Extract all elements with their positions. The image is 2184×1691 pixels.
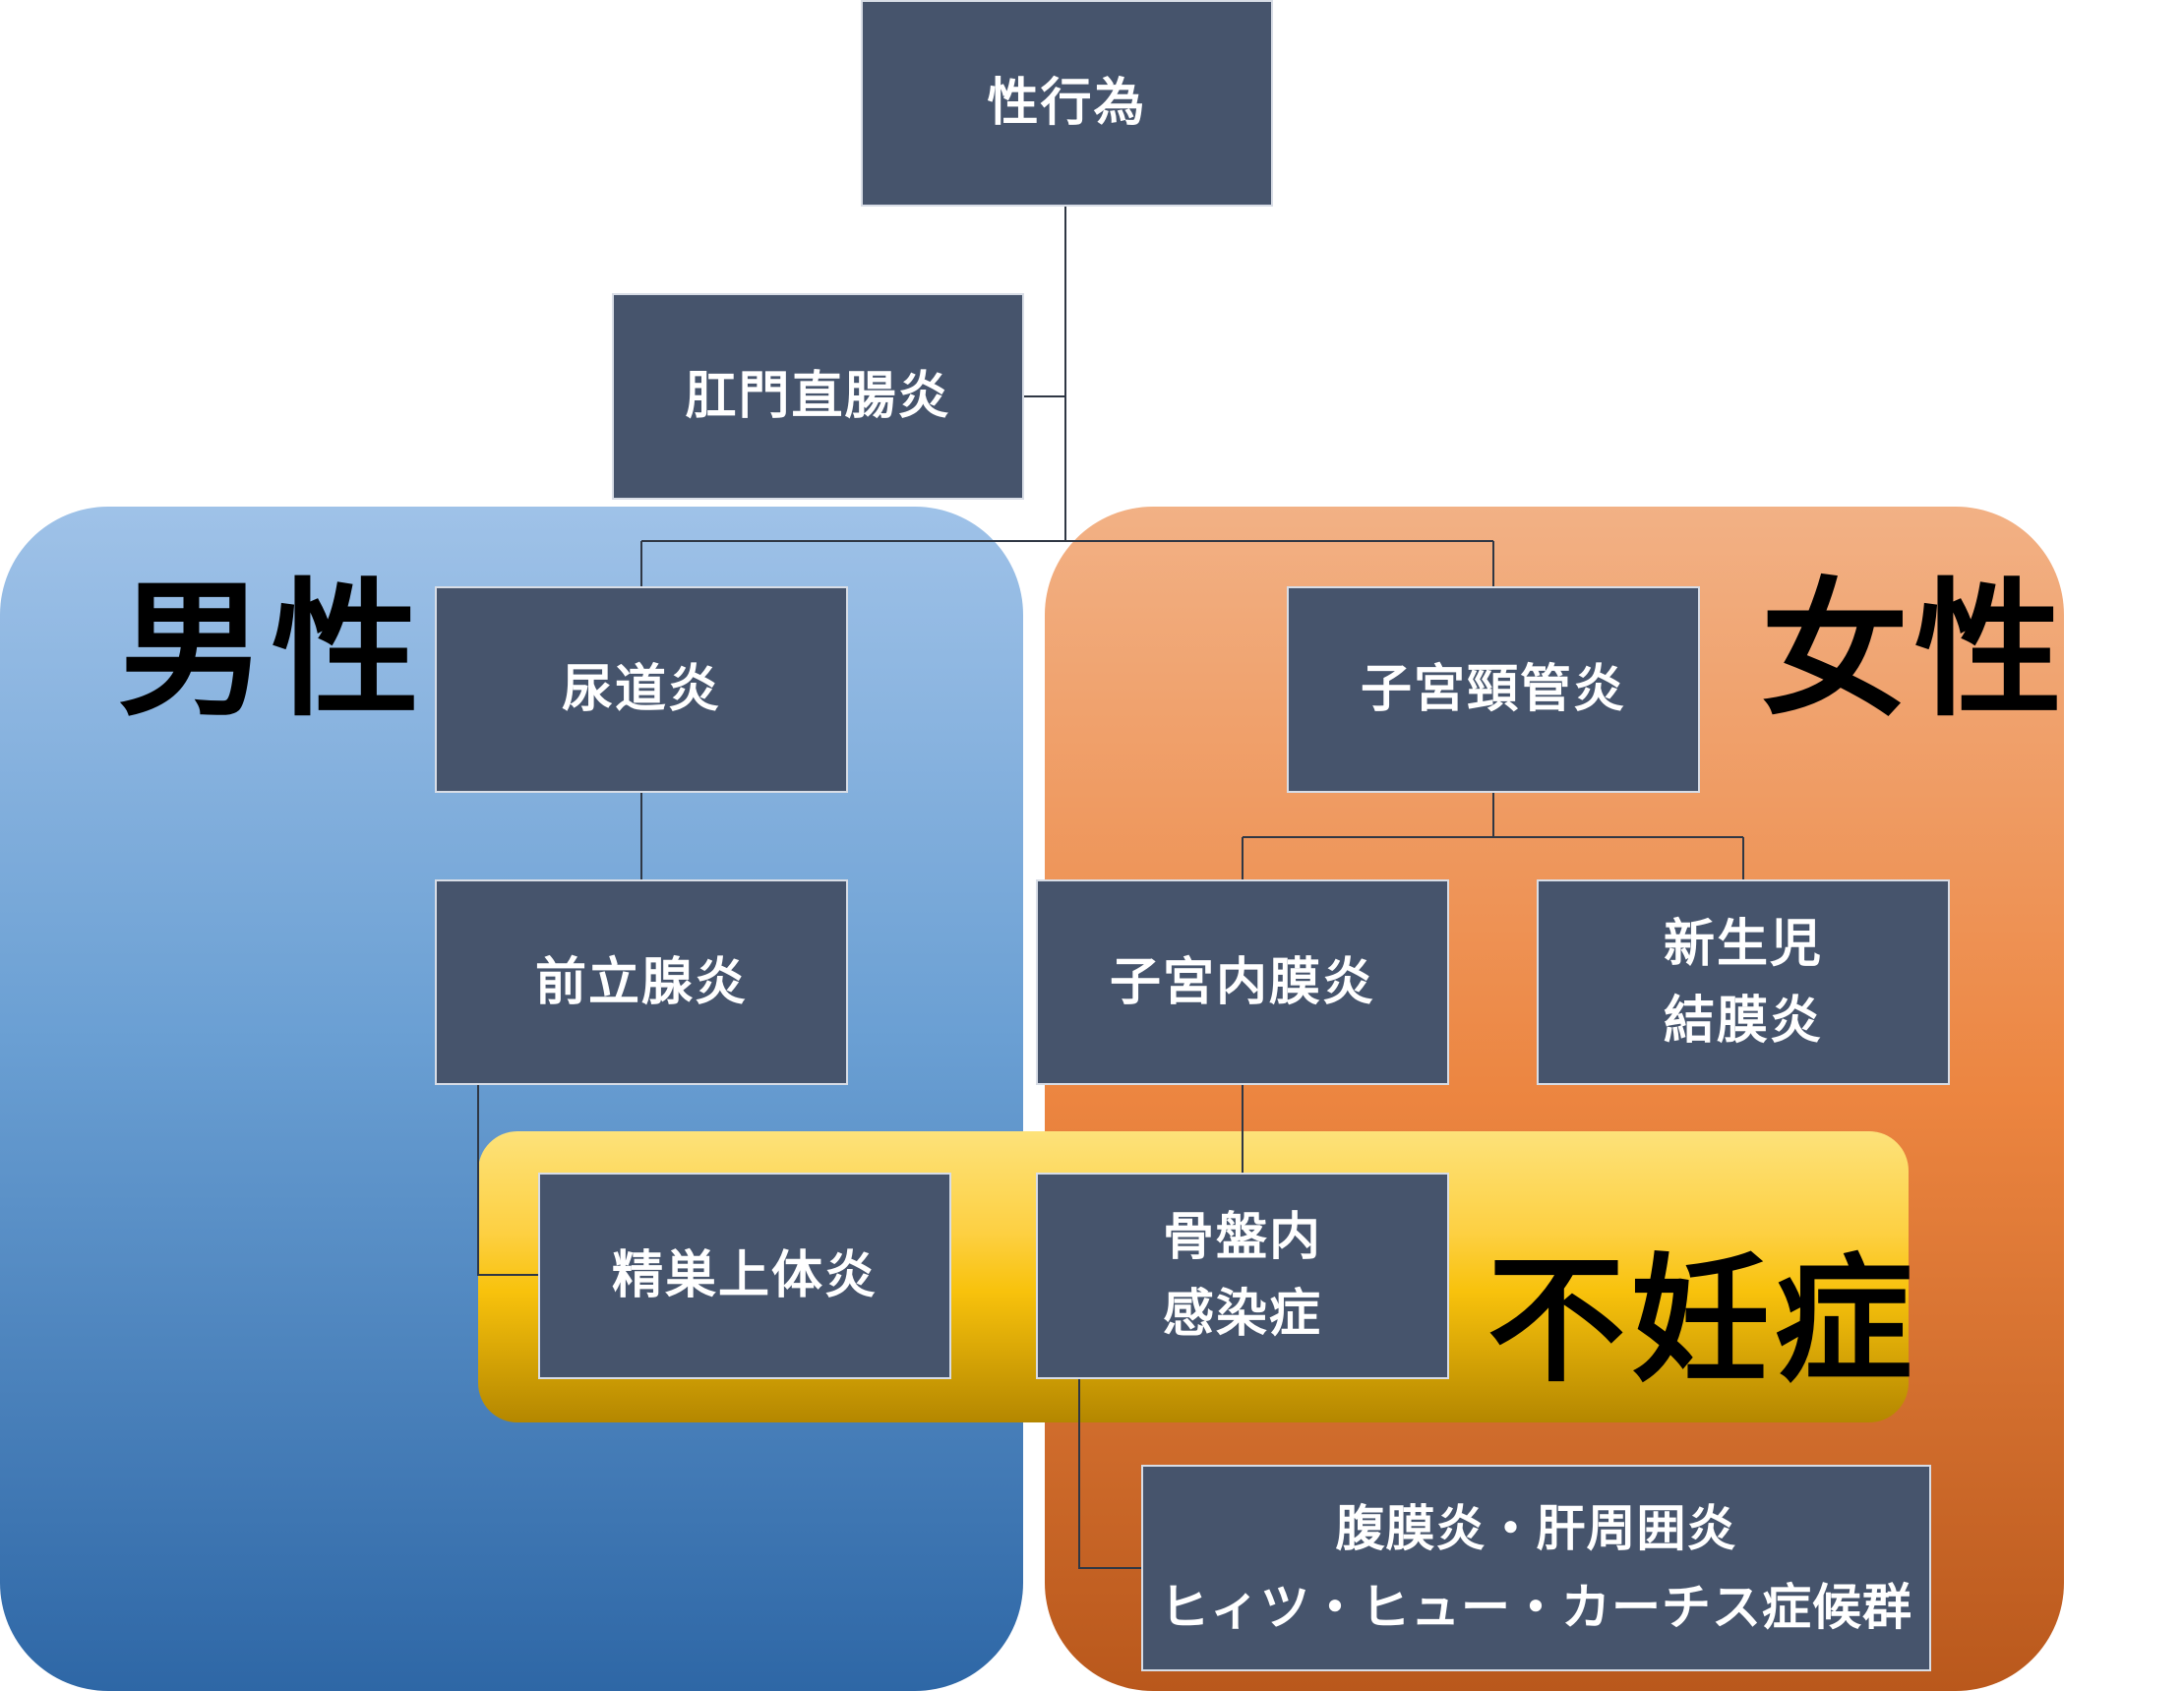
node-neonatal-conjunctivitis: 新生児 結膜炎	[1537, 879, 1950, 1085]
infertility-label: 不妊症	[1487, 1241, 1919, 1402]
node-anorectal: 肛門直腸炎	[612, 293, 1024, 500]
node-pelvic-infection: 骨盤内 感染症	[1036, 1173, 1449, 1379]
node-peritonitis: 腹膜炎・肝周囲炎 ヒィツ・ヒュー・カーチス症候群	[1141, 1465, 1931, 1671]
node-pelvic-line1: 骨盤内	[1162, 1208, 1322, 1267]
node-epididymitis-label: 精巣上体炎	[611, 1246, 878, 1305]
node-peritonitis-line1: 腹膜炎・肝周囲炎	[1335, 1500, 1737, 1557]
node-cervicitis-label: 子宮頸管炎	[1360, 660, 1626, 719]
node-anorectal-label: 肛門直腸炎	[685, 367, 951, 426]
node-urethritis: 尿道炎	[435, 586, 848, 793]
female-label: 女性	[1761, 566, 2069, 737]
node-neonatal-line2: 結膜炎	[1663, 991, 1823, 1051]
node-urethritis-label: 尿道炎	[561, 660, 721, 719]
node-epididymitis: 精巣上体炎	[538, 1173, 951, 1379]
node-peritonitis-line2: ヒィツ・ヒュー・カーチス症候群	[1160, 1579, 1912, 1636]
node-endometritis: 子宮内膜炎	[1036, 879, 1449, 1085]
node-neonatal-line1: 新生児	[1663, 914, 1823, 974]
node-prostatitis-label: 前立腺炎	[534, 952, 748, 1012]
male-label: 男性	[118, 566, 426, 737]
node-prostatitis: 前立腺炎	[435, 879, 848, 1085]
node-root-label: 性行為	[987, 74, 1147, 133]
node-cervicitis: 子宮頸管炎	[1287, 586, 1700, 793]
node-root: 性行為	[861, 0, 1273, 207]
node-endometritis-label: 子宮内膜炎	[1109, 952, 1375, 1012]
node-pelvic-line2: 感染症	[1162, 1285, 1322, 1344]
